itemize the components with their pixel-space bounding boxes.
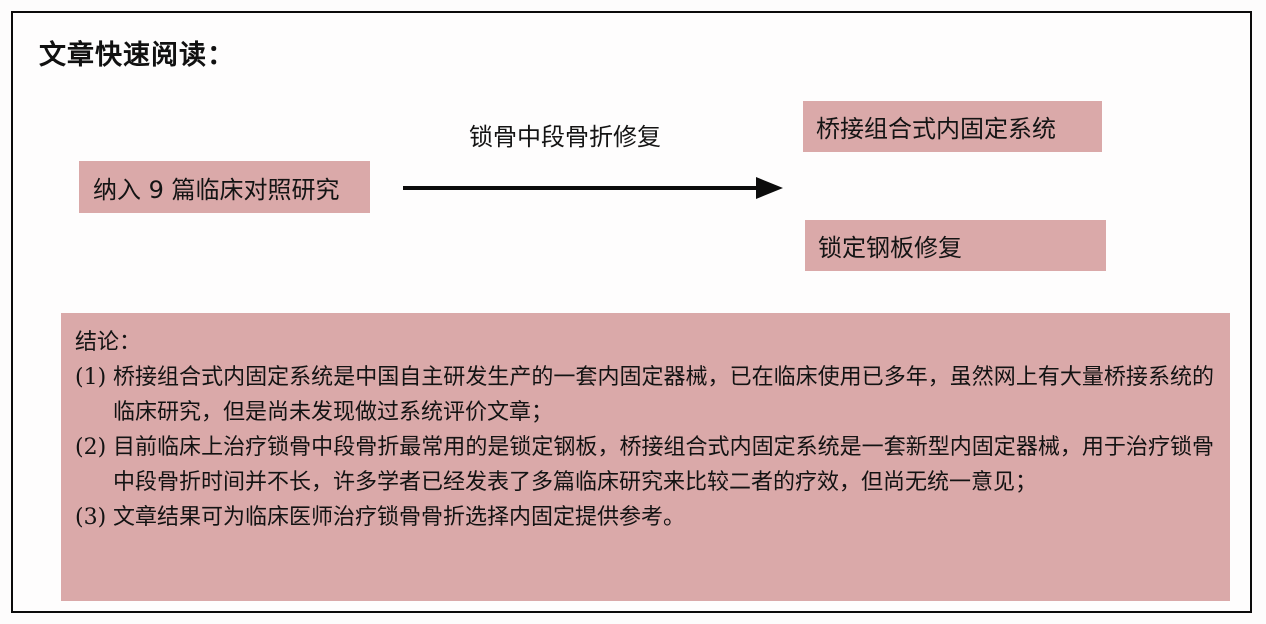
conclusion-item-text: 目前临床上治疗锁骨中段骨折最常用的是锁定钢板，桥接组合式内固定系统是一套新型内固… bbox=[113, 435, 1214, 495]
flow-target-box-plate: 锁定钢板修复 bbox=[805, 220, 1106, 271]
conclusion-item: (1) 桥接组合式内固定系统是中国自主研发生产的一套内固定器械，已在临床使用已多… bbox=[75, 360, 1214, 430]
arrow-label: 锁骨中段骨折修复 bbox=[469, 123, 661, 151]
page-title: 文章快速阅读： bbox=[39, 40, 235, 71]
conclusion-item: (3) 文章结果可为临床医师治疗锁骨骨折选择内固定提供参考。 bbox=[75, 500, 1214, 535]
flow-target-label-bridge: 桥接组合式内固定系统 bbox=[816, 115, 1056, 143]
flow-source-label: 纳入 9 篇临床对照研究 bbox=[93, 175, 340, 204]
right-arrow-icon bbox=[403, 177, 783, 199]
flow-target-box-bridge: 桥接组合式内固定系统 bbox=[803, 101, 1102, 152]
flow-source-box: 纳入 9 篇临床对照研究 bbox=[79, 161, 370, 213]
conclusion-item-text: 桥接组合式内固定系统是中国自主研发生产的一套内固定器械，已在临床使用已多年，虽然… bbox=[113, 365, 1214, 425]
conclusion-item-marker: (2) bbox=[75, 435, 107, 460]
conclusion-item: (2) 目前临床上治疗锁骨中段骨折最常用的是锁定钢板，桥接组合式内固定系统是一套… bbox=[75, 430, 1214, 500]
conclusion-item-text: 文章结果可为临床医师治疗锁骨骨折选择内固定提供参考。 bbox=[113, 505, 686, 530]
conclusion-item-marker: (1) bbox=[75, 365, 107, 390]
conclusion-item-marker: (3) bbox=[75, 505, 107, 530]
slide-frame: 文章快速阅读： 纳入 9 篇临床对照研究 锁骨中段骨折修复 桥接组合式内固定系统… bbox=[11, 11, 1252, 613]
conclusion-panel: 结论： (1) 桥接组合式内固定系统是中国自主研发生产的一套内固定器械，已在临床… bbox=[61, 313, 1230, 601]
conclusion-heading: 结论： bbox=[75, 330, 142, 355]
flow-target-label-plate: 锁定钢板修复 bbox=[818, 234, 962, 262]
